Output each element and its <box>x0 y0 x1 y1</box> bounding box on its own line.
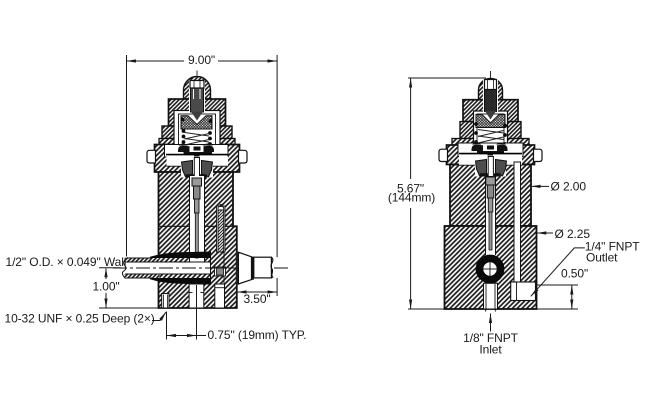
svg-text:10-32 UNF × 0.25 Deep (2×): 10-32 UNF × 0.25 Deep (2×) <box>5 312 155 326</box>
svg-text:3.50": 3.50" <box>243 292 270 306</box>
svg-text:Ø 2.25: Ø 2.25 <box>555 227 591 241</box>
svg-text:1.00": 1.00" <box>92 280 119 294</box>
svg-text:5.67": 5.67" <box>397 182 424 196</box>
svg-text:(144mm): (144mm) <box>388 191 435 205</box>
svg-text:0.50": 0.50" <box>561 267 588 281</box>
svg-text:1/4" FNPT: 1/4" FNPT <box>585 239 640 253</box>
svg-text:9.00": 9.00" <box>188 53 215 67</box>
svg-text:0.75" (19mm) TYP.: 0.75" (19mm) TYP. <box>208 328 307 342</box>
svg-text:Ø 2.00: Ø 2.00 <box>551 179 587 193</box>
svg-text:Outlet: Outlet <box>586 251 618 265</box>
svg-text:1/2" O.D. × 0.049" Wall: 1/2" O.D. × 0.049" Wall <box>6 255 127 269</box>
svg-text:1/8" FNPT: 1/8" FNPT <box>463 331 518 345</box>
svg-text:Inlet: Inlet <box>479 343 502 357</box>
